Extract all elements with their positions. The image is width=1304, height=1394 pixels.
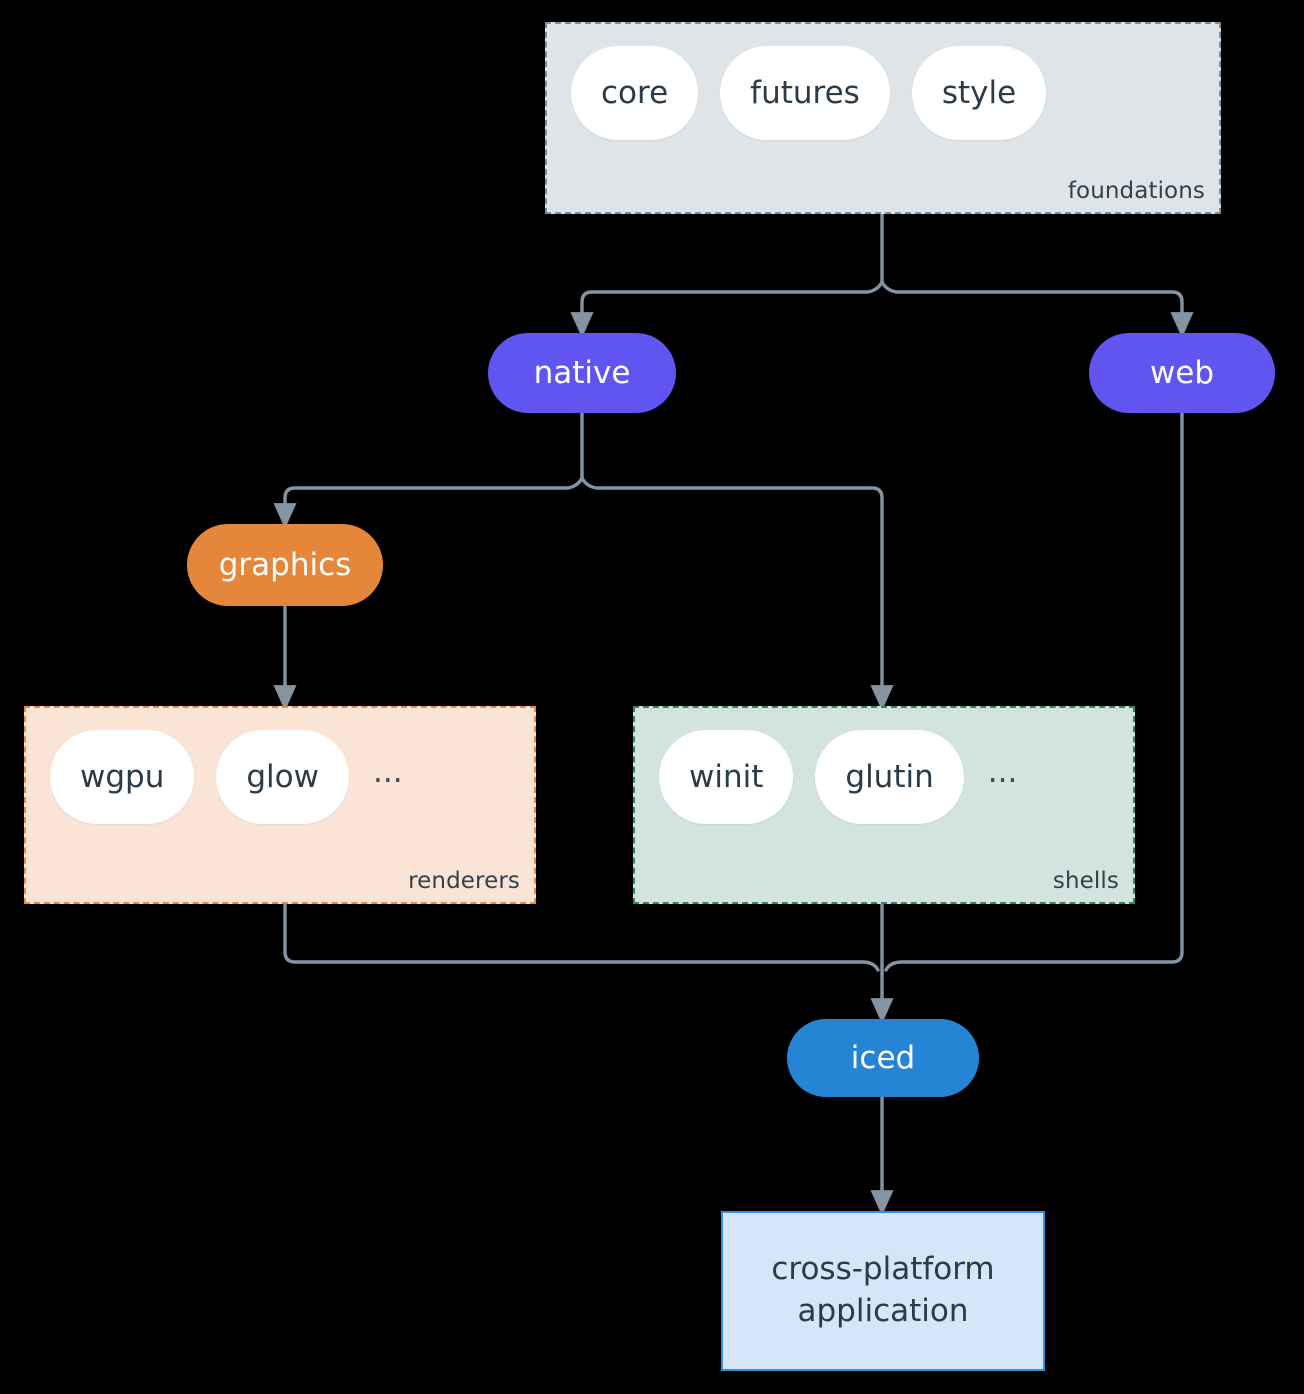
shells-items: winit glutin ...	[659, 730, 1017, 824]
node-native[interactable]: native	[488, 333, 676, 413]
foundations-item-core[interactable]: core	[571, 46, 699, 140]
application-label-line2: application	[797, 1293, 969, 1329]
shells-more-ellipsis: ...	[987, 753, 1018, 790]
edge-native-graphics	[273, 476, 584, 529]
renderers-items: wgpu glow ...	[50, 730, 403, 824]
node-iced-label: iced	[850, 1040, 916, 1076]
renderers-item-glow[interactable]: glow	[216, 730, 349, 824]
cluster-foundations[interactable]: core futures style foundations	[545, 22, 1221, 214]
shells-item-glutin[interactable]: glutin	[815, 730, 964, 824]
cluster-label-shells: shells	[1052, 868, 1119, 894]
cluster-renderers[interactable]: wgpu glow ... renderers	[24, 706, 536, 904]
renderers-more-ellipsis: ...	[372, 753, 403, 790]
foundations-item-style[interactable]: style	[911, 46, 1047, 140]
cluster-label-renderers: renderers	[408, 868, 520, 894]
foundations-item-futures[interactable]: futures	[720, 46, 890, 140]
node-graphics-label: graphics	[218, 547, 352, 583]
node-cross-platform-application[interactable]: cross-platform application	[721, 1211, 1045, 1371]
node-native-label: native	[533, 355, 631, 391]
shells-item-winit[interactable]: winit	[659, 730, 794, 824]
node-web-label: web	[1149, 355, 1215, 391]
node-web[interactable]: web	[1089, 333, 1275, 413]
edge-native-shells	[580, 476, 894, 711]
cluster-shells[interactable]: winit glutin ... shells	[633, 706, 1135, 904]
renderers-item-wgpu[interactable]: wgpu	[50, 730, 195, 824]
application-label-line1: cross-platform	[771, 1251, 995, 1288]
node-graphics[interactable]: graphics	[187, 524, 383, 606]
cluster-label-foundations: foundations	[1067, 178, 1205, 204]
edge-foundations-web	[880, 280, 1194, 338]
node-iced[interactable]: iced	[787, 1019, 979, 1097]
foundations-items: core futures style	[571, 46, 1047, 140]
edge-renderers-iced	[283, 902, 880, 972]
edge-foundations-native	[570, 280, 884, 338]
